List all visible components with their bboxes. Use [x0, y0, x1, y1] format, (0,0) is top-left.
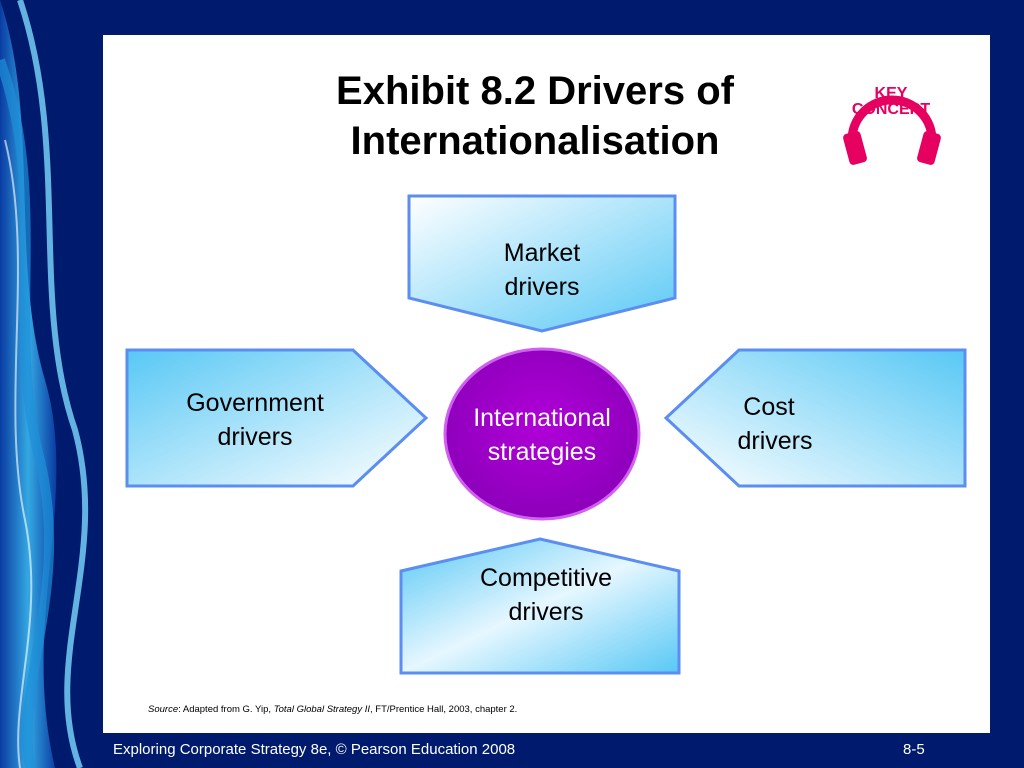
international-strategies-label: International strategies	[452, 401, 632, 469]
source-citation: Source: Adapted from G. Yip, Total Globa…	[148, 704, 517, 715]
competitive-drivers-line-1: Competitive	[480, 564, 612, 592]
government-drivers-shape	[125, 348, 429, 488]
government-drivers-label: Government drivers	[150, 386, 360, 454]
government-drivers-line-1: Government	[186, 389, 324, 417]
international-strategies-line-1: International	[473, 404, 611, 432]
market-drivers-label: Market drivers	[440, 236, 644, 304]
slide-number: 8-5	[903, 741, 925, 758]
cost-drivers-line-1: Cost	[743, 393, 795, 421]
title-line-2: Internationalisation	[350, 119, 720, 163]
badge-line-1: KEY	[874, 85, 908, 102]
cost-drivers-label: Cost drivers	[700, 390, 850, 458]
source-prefix: : Adapted from G. Yip,	[178, 704, 274, 715]
footer-text: Exploring Corporate Strategy 8e, © Pears…	[113, 741, 516, 758]
badge-line-2: CONCEPT	[851, 101, 931, 118]
source-book-title: Total Global Strategy II	[273, 704, 370, 715]
source-label: Source	[148, 704, 179, 715]
international-strategies-ellipse	[443, 347, 641, 521]
market-drivers-shape	[407, 194, 677, 333]
competitive-drivers-line-2: drivers	[508, 598, 584, 626]
slide-title: Exhibit 8.2 Drivers of Internationalisat…	[240, 66, 830, 166]
government-drivers-line-2: drivers	[217, 423, 293, 451]
market-drivers-line-2: drivers	[504, 273, 580, 301]
left-swirl-decoration	[0, 0, 100, 768]
key-concept-badge-icon	[843, 95, 941, 165]
cost-drivers-shape	[663, 348, 967, 488]
market-drivers-line-1: Market	[503, 239, 581, 267]
key-concept-badge-text: KEY CONCEPT	[848, 86, 934, 118]
competitive-drivers-shape	[399, 537, 681, 675]
source-suffix: , FT/Prentice Hall, 2003, chapter 2.	[370, 704, 518, 715]
international-strategies-line-2: strategies	[487, 438, 597, 466]
title-line-1: Exhibit 8.2 Drivers of	[336, 69, 734, 113]
competitive-drivers-label: Competitive drivers	[446, 561, 646, 629]
cost-drivers-line-2: drivers	[737, 427, 813, 455]
